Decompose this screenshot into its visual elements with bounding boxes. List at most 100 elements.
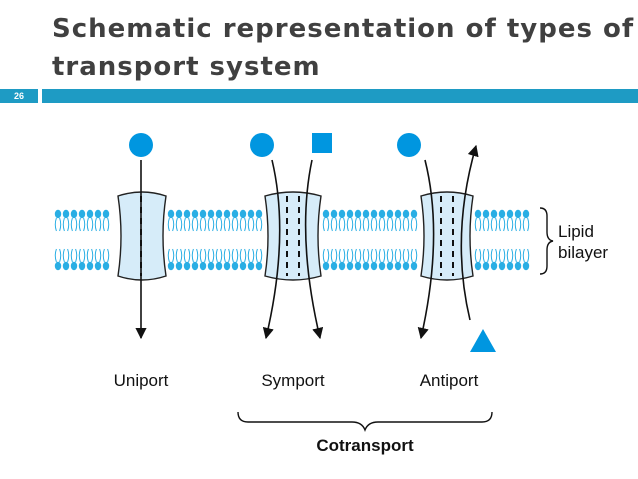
- lipid-tail: [70, 217, 73, 232]
- lipid-head: [474, 209, 482, 219]
- lipid-head: [255, 261, 263, 271]
- lipid-head: [247, 261, 255, 271]
- lipid-tail: [215, 248, 218, 263]
- lipid-tail: [75, 248, 78, 263]
- lipid-tail: [91, 217, 94, 232]
- antiport-protein: [420, 191, 474, 281]
- lipid-head: [482, 261, 490, 271]
- lipid-head: [386, 261, 394, 271]
- lipid-tail: [378, 217, 381, 232]
- lipid-head: [183, 261, 191, 271]
- lipid-head: [522, 209, 530, 219]
- cotransport-brace: [237, 411, 493, 432]
- lipid-head: [70, 261, 78, 271]
- lipid-tail: [391, 217, 394, 232]
- lipid-tail: [191, 217, 194, 232]
- lipid-head: [474, 261, 482, 271]
- lipid-head: [346, 261, 354, 271]
- lipid-tail: [487, 248, 490, 263]
- lipid-head: [62, 209, 70, 219]
- lipid-tail: [102, 248, 105, 263]
- uniport-transporter: [117, 133, 167, 340]
- lipid-tail: [503, 248, 506, 263]
- lipid-head: [78, 209, 86, 219]
- lipid-tail: [415, 248, 418, 263]
- lipid-head: [506, 261, 514, 271]
- lipid-tail: [70, 248, 73, 263]
- lipid-tail: [322, 217, 325, 232]
- lipid-tail: [511, 217, 514, 232]
- lipid-tail: [167, 217, 170, 232]
- lipid-tail: [239, 217, 242, 232]
- lipid-tail: [346, 217, 349, 232]
- lipid-tail: [474, 248, 477, 263]
- lipid-tail: [498, 248, 501, 263]
- lipid-tail: [362, 248, 365, 263]
- lipid-tail: [175, 217, 178, 232]
- lipid-tail: [375, 248, 378, 263]
- lipid-tail: [196, 248, 199, 263]
- lipid-tail: [522, 217, 525, 232]
- lipid-tail: [255, 217, 258, 232]
- lipid-tail: [62, 248, 65, 263]
- lipid-tail: [204, 217, 207, 232]
- lipid-tail: [91, 248, 94, 263]
- lipid-tail: [386, 248, 389, 263]
- lipid-head: [215, 261, 223, 271]
- lipid-tail: [490, 217, 493, 232]
- lipid-tail: [99, 248, 102, 263]
- symport-arrow-right: [304, 159, 324, 340]
- lipid-tail: [59, 217, 62, 232]
- lipid-head: [167, 261, 175, 271]
- lipid-tail: [107, 217, 110, 232]
- lipid-tail: [94, 248, 97, 263]
- lipid-tail: [327, 248, 330, 263]
- lipid-tail: [519, 248, 522, 263]
- lipid-tail: [107, 248, 110, 263]
- lipid-tail: [102, 217, 105, 232]
- lipid-head: [378, 209, 386, 219]
- lipid-label-line-1: Lipid: [558, 222, 594, 241]
- lipid-tail: [180, 217, 183, 232]
- lipid-tail: [335, 248, 338, 263]
- lipid-head: [102, 209, 110, 219]
- lipid-head: [490, 261, 498, 271]
- lipid-tail: [514, 248, 517, 263]
- lipid-bilayer-brace: [539, 207, 554, 275]
- lipid-head: [247, 209, 255, 219]
- lipid-tail: [196, 217, 199, 232]
- lipid-tail: [78, 248, 81, 263]
- symport-solute-circle: [250, 133, 274, 157]
- lipid-tail: [75, 217, 78, 232]
- lipid-head: [175, 261, 183, 271]
- lipid-tail: [402, 217, 405, 232]
- lipid-tail: [402, 248, 405, 263]
- lipid-head: [191, 261, 199, 271]
- lipid-tail: [247, 217, 250, 232]
- lipid-tail: [338, 217, 341, 232]
- lipid-tail: [410, 217, 413, 232]
- lipid-head: [402, 261, 410, 271]
- lipid-tail: [399, 217, 402, 232]
- lipid-tail: [407, 217, 410, 232]
- lipid-tail: [394, 217, 397, 232]
- lipid-tail: [519, 217, 522, 232]
- slide-title-line-1: Schematic representation of types of: [52, 14, 635, 44]
- lipid-tail: [351, 217, 354, 232]
- lipid-tail: [260, 248, 263, 263]
- lipid-head: [322, 209, 330, 219]
- lipid-tail: [407, 248, 410, 263]
- lipid-tail: [487, 217, 490, 232]
- lipid-head: [215, 209, 223, 219]
- lipid-tail: [252, 217, 255, 232]
- antiport-solute-circle: [397, 133, 421, 157]
- lipid-tail: [172, 248, 175, 263]
- lipid-head: [338, 261, 346, 271]
- lipid-tail: [188, 217, 191, 232]
- title-rule-bar: [42, 89, 638, 103]
- lipid-head: [62, 261, 70, 271]
- lipid-tail: [354, 217, 357, 232]
- lipid-head: [394, 209, 402, 219]
- lipid-head: [239, 261, 247, 271]
